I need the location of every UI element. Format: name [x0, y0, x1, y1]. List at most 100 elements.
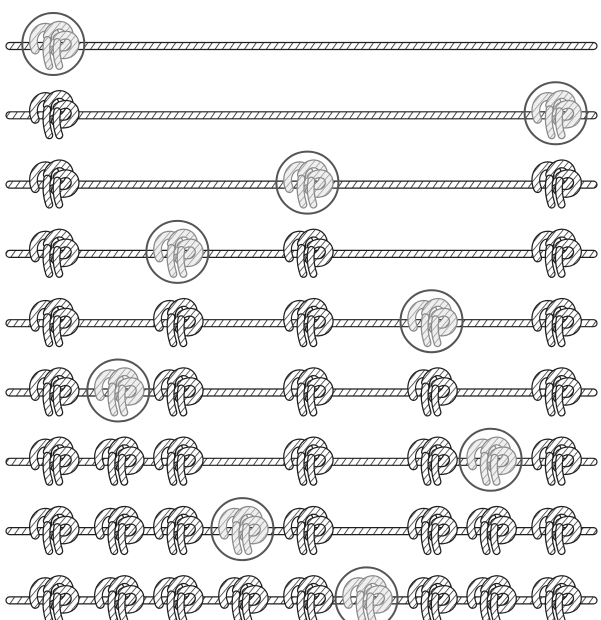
knot-tuck [559, 319, 562, 343]
knot-tuck [559, 181, 562, 205]
knot-tuck [559, 527, 562, 551]
knot-tuck [181, 389, 184, 413]
knot-tuck [56, 111, 59, 135]
knot-tuck [181, 250, 184, 274]
knot-tuck [121, 596, 124, 620]
knot-tuck [549, 525, 552, 551]
rope-row-2 [6, 82, 597, 144]
knot-tuck [370, 596, 373, 620]
rope-row-5 [6, 290, 597, 352]
knot-tuck [425, 525, 428, 551]
knot-tuck [121, 389, 124, 413]
rope-row-7 [6, 429, 597, 491]
knot-tuck [435, 319, 438, 343]
knot-tuck [56, 458, 59, 482]
knot-tuck [311, 181, 314, 205]
knot-tuck [549, 387, 552, 413]
knot-tuck [46, 594, 49, 620]
knot-tuck [56, 181, 59, 205]
knot-tuck [46, 525, 49, 551]
knot-tuck [56, 596, 59, 620]
rope-row-3 [6, 152, 597, 214]
knot-tuck [559, 111, 562, 135]
knot-tuck [56, 527, 59, 551]
knot-tuck [559, 596, 562, 620]
knot-tuck [301, 525, 304, 551]
knot-tuck [549, 317, 552, 343]
knot-tuck [484, 525, 487, 551]
knot-tuck [46, 387, 49, 413]
knot-tuck [46, 317, 49, 343]
knot-tuck [171, 317, 174, 343]
knot-tuck [559, 250, 562, 274]
knot-tuck [311, 458, 314, 482]
knot-tuck [56, 319, 59, 343]
knot-tuck [311, 250, 314, 274]
knot-tuck [46, 179, 49, 205]
knot-tuck [425, 594, 428, 620]
knot-tuck [181, 596, 184, 620]
knot-tuck [549, 594, 552, 620]
knot-tuck [301, 387, 304, 413]
knot-tuck [246, 596, 249, 620]
knot-tuck [301, 179, 304, 205]
knot-tuck [111, 594, 114, 620]
knot-tuck [360, 594, 363, 620]
knot-tuck [46, 40, 49, 66]
knot-tuck [484, 594, 487, 620]
knot-tuck [301, 317, 304, 343]
knot-tuck [46, 109, 49, 135]
knot-tuck [171, 594, 174, 620]
knot-tuck [56, 42, 59, 66]
knot-tuck [56, 250, 59, 274]
knot-tuck [311, 527, 314, 551]
rope [6, 43, 597, 50]
knot-tuck [301, 456, 304, 482]
rope-row-6 [6, 360, 597, 422]
knot-tuck [121, 458, 124, 482]
knot-tuck [425, 317, 428, 343]
knot-tuck [171, 525, 174, 551]
knot-tuck [494, 527, 497, 551]
knot-tuck [111, 387, 114, 413]
knot-tuck [435, 458, 438, 482]
knot-tuck [435, 389, 438, 413]
knot-tuck [435, 527, 438, 551]
rope-row-9 [6, 567, 597, 620]
rope-row-4 [6, 221, 597, 283]
rope-row-1 [6, 13, 597, 75]
knot-tuck [494, 596, 497, 620]
knot-tuck [111, 525, 114, 551]
knot-tuck [121, 527, 124, 551]
knot-tuck [435, 596, 438, 620]
knot-tuck [311, 389, 314, 413]
knot-tuck [181, 527, 184, 551]
knot-tuck [301, 594, 304, 620]
knot-tuck [425, 387, 428, 413]
knot-tuck [559, 389, 562, 413]
knot-tuck [236, 525, 239, 551]
knot-tuck [171, 387, 174, 413]
knot-tuck [425, 456, 428, 482]
knot-tuck [181, 319, 184, 343]
knot-tuck [549, 179, 552, 205]
knot-tuck [484, 456, 487, 482]
rope-row-8 [6, 498, 597, 560]
knot-tuck [111, 456, 114, 482]
knot-tuck [559, 458, 562, 482]
knot-tuck [46, 456, 49, 482]
knot-tuck [549, 456, 552, 482]
rope [6, 112, 597, 119]
knot-tuck [311, 319, 314, 343]
rope-rows [6, 13, 597, 620]
knot-tuck [311, 596, 314, 620]
knot-tuck [236, 594, 239, 620]
knot-tuck [549, 109, 552, 135]
knot-tuck [301, 248, 304, 274]
knot-tuck [549, 248, 552, 274]
knot-tuck [181, 458, 184, 482]
knot-tuck [171, 248, 174, 274]
knot-tuck [171, 456, 174, 482]
knot-tuck [246, 527, 249, 551]
